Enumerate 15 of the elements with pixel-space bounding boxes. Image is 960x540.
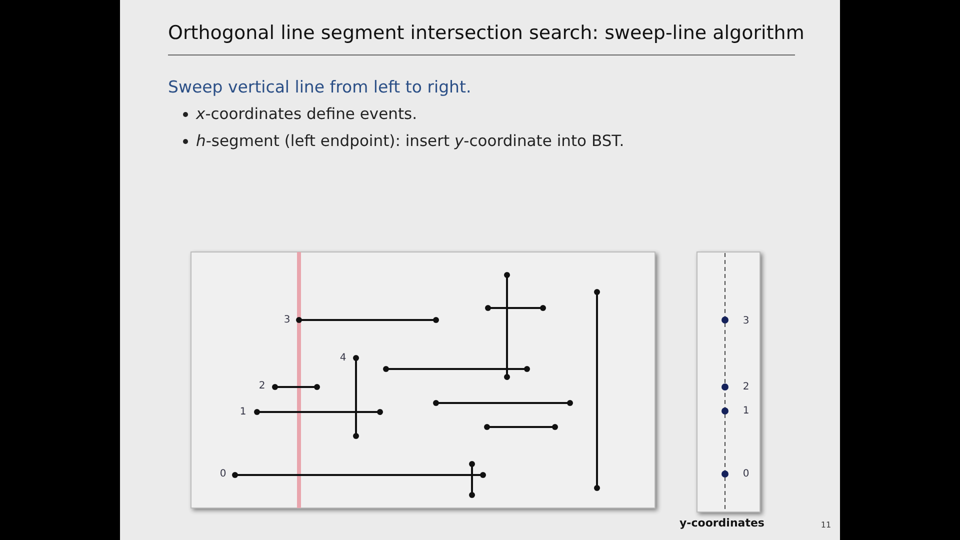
axis-caption: y-coordinates (680, 516, 764, 530)
point-label: 0 (742, 468, 750, 480)
point-label: 3 (742, 316, 750, 326)
subtitle: Sweep vertical line from left to right. (168, 78, 472, 96)
page-number: 11 (820, 520, 832, 530)
segment-label: 1 (240, 406, 246, 418)
bullet-text: x-coordinates define events. (196, 105, 418, 123)
segment-label: 0 (220, 468, 226, 480)
point-label: 2 (742, 382, 750, 392)
slide-title: Orthogonal line segment intersection search: sweep-line algorithm (168, 22, 804, 44)
bullet-text: h-segment (left endpoint): insert y-coordinate into BST. (196, 132, 624, 150)
segment-label: 4 (340, 352, 346, 364)
point-label: 1 (742, 406, 750, 416)
segment-label: 3 (284, 314, 290, 326)
segment-label: 2 (258, 380, 266, 392)
